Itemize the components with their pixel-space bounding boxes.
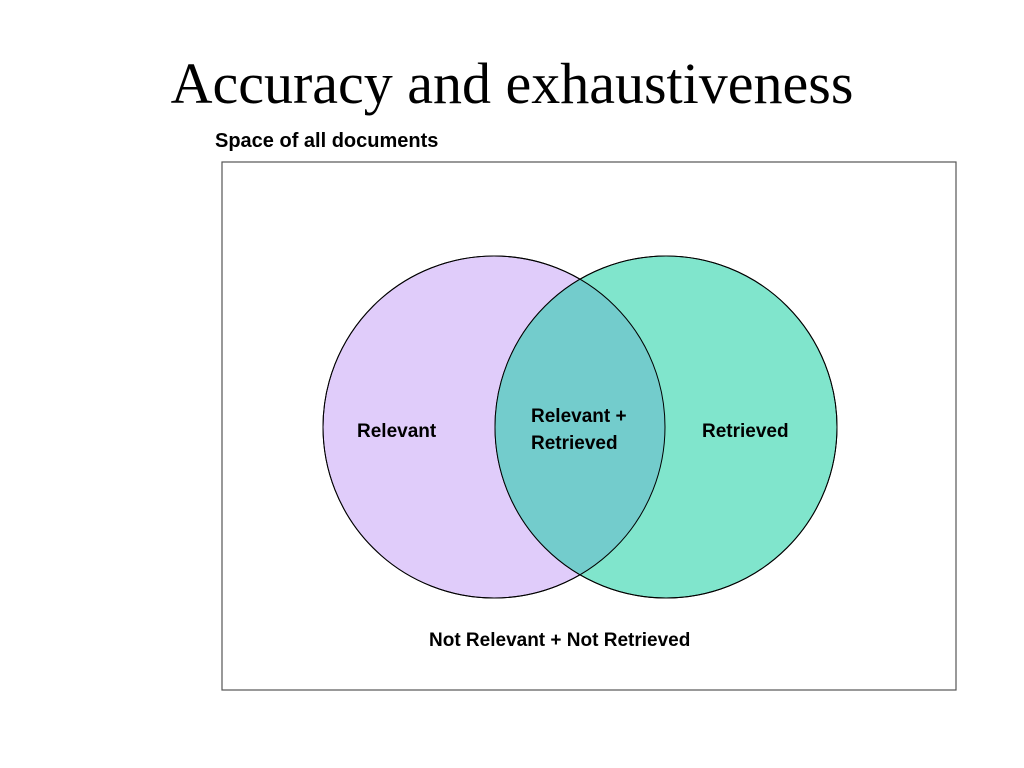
slide-title: Accuracy and exhaustiveness	[170, 51, 854, 116]
intersection-label-line1: Relevant +	[531, 406, 627, 427]
outside-region-label: Not Relevant + Not Retrieved	[429, 630, 690, 651]
intersection-label-line2: Retrieved	[531, 433, 618, 454]
relevant-set-label: Relevant	[357, 421, 437, 442]
retrieved-set-outline	[494, 255, 838, 599]
intersection-region	[495, 256, 665, 598]
retrieved-set-label: Retrieved	[702, 421, 789, 442]
document-space-label: Space of all documents	[215, 130, 439, 152]
relevant-set-outline	[322, 255, 666, 599]
